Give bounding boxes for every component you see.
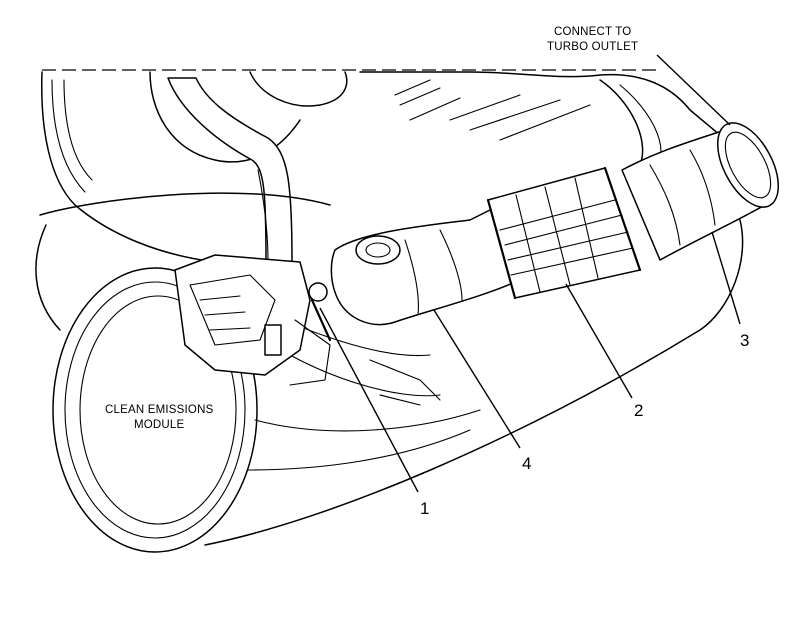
leader-1 [319, 307, 419, 493]
leader-lines [319, 54, 741, 493]
callout-number-3: 3 [740, 331, 749, 350]
outlet-pipe [621, 122, 780, 261]
module-label-line2: MODULE [134, 419, 185, 431]
leader-4 [433, 309, 521, 449]
callout-number-1: 1 [420, 499, 429, 518]
callout-number-4: 4 [522, 454, 531, 473]
callout-number-2: 2 [634, 401, 643, 420]
module-label-line1: CLEAN EMISSIONS [105, 404, 214, 416]
leader-3 [711, 231, 741, 325]
vertical-pipe [167, 77, 293, 263]
turbo-note-line2: TURBO OUTLET [547, 41, 638, 53]
pipe-elbow [330, 204, 521, 326]
flex-bellows [486, 166, 642, 300]
mounting-bracket-cluster [174, 254, 441, 406]
leader-turbo-note [656, 54, 731, 126]
turbo-note-line1: CONNECT TO [554, 26, 631, 38]
leader-2 [565, 283, 633, 399]
engine-outline [41, 69, 721, 263]
